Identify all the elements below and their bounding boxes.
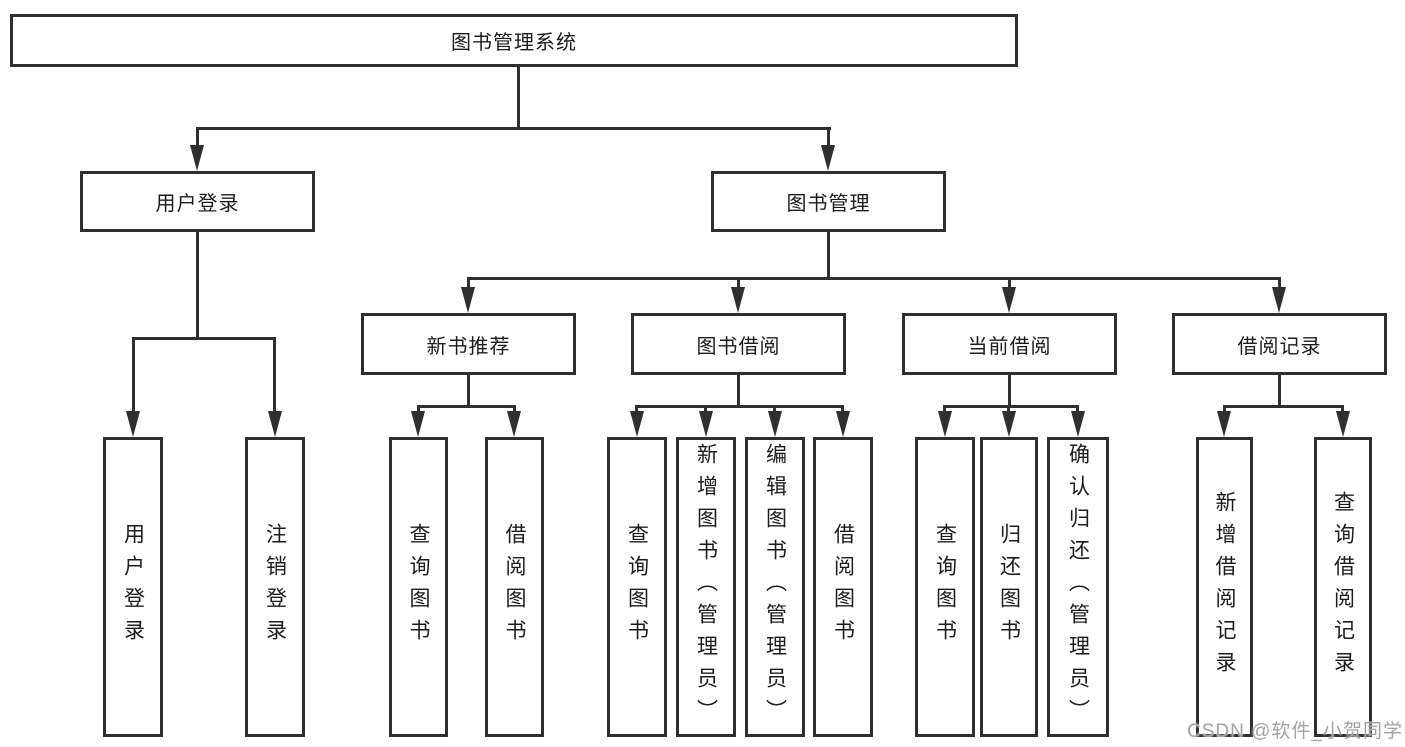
connector-line — [273, 337, 276, 413]
arrow-down-icon — [1002, 411, 1016, 437]
leaf-add-borrow-record: 新增借阅记录 — [1196, 437, 1253, 737]
connector-line — [513, 405, 516, 413]
leaf-borrow-books-2-label: 借阅图书 — [831, 523, 855, 651]
node-new-book-recommend: 新书推荐 — [361, 313, 576, 375]
leaf-query-books-1: 查询图书 — [389, 437, 448, 737]
connector-line — [1008, 277, 1011, 289]
leaf-logout-label: 注销登录 — [263, 523, 287, 651]
connector-line — [132, 337, 135, 413]
node-book-management: 图书管理 — [711, 171, 946, 232]
arrow-down-icon — [507, 411, 521, 437]
connector-line — [737, 277, 740, 289]
arrow-down-icon — [630, 411, 644, 437]
connector-line — [417, 405, 420, 413]
arrow-down-icon — [938, 411, 952, 437]
connector-line — [467, 375, 470, 408]
leaf-borrow-books-2: 借阅图书 — [813, 437, 873, 737]
node-new-book-recommend-label: 新书推荐 — [426, 335, 511, 358]
leaf-add-book-admin-label: 新增图书（管理员） — [694, 443, 718, 731]
connector-line — [943, 405, 1079, 408]
leaf-edit-book-admin-label: 编辑图书（管理员） — [763, 443, 787, 731]
connector-line — [467, 277, 1281, 280]
connector-line — [196, 232, 199, 340]
leaf-query-borrow-record-label: 查询借阅记录 — [1331, 491, 1355, 683]
leaf-borrow-books-1-label: 借阅图书 — [503, 523, 526, 651]
leaf-query-books-2: 查询图书 — [607, 437, 667, 737]
node-library-system-label: 图书管理系统 — [451, 32, 577, 54]
node-borrow-records-label: 借阅记录 — [1237, 335, 1322, 358]
node-current-borrow: 当前借阅 — [902, 313, 1117, 375]
connector-line — [1278, 277, 1281, 289]
connector-line — [1008, 375, 1011, 408]
arrow-down-icon — [461, 287, 475, 313]
connector-line — [827, 232, 830, 280]
node-library-system: 图书管理系统 — [10, 14, 1018, 67]
leaf-confirm-return-admin-label: 确认归还（管理员） — [1066, 443, 1090, 731]
leaf-add-borrow-record-label: 新增借阅记录 — [1213, 491, 1236, 683]
connector-line — [1076, 405, 1079, 413]
node-current-borrow-label: 当前借阅 — [967, 335, 1052, 358]
node-user-login-label: 用户登录 — [155, 193, 240, 215]
connector-line — [1278, 375, 1281, 408]
leaf-query-books-3: 查询图书 — [915, 437, 975, 737]
connector-line — [841, 405, 844, 413]
connector-line — [704, 405, 707, 413]
csdn-watermark: CSDN @软件_小贺同学 — [1187, 721, 1403, 742]
connector-line — [635, 405, 638, 413]
node-book-borrow-label: 图书借阅 — [696, 335, 781, 358]
arrow-down-icon — [731, 287, 745, 313]
arrow-down-icon — [1071, 411, 1085, 437]
arrow-down-icon — [1217, 411, 1231, 437]
connector-line — [773, 405, 776, 413]
leaf-query-books-1-label: 查询图书 — [407, 523, 430, 651]
connector-line — [1007, 405, 1010, 413]
arrow-down-icon — [821, 145, 835, 171]
arrow-down-icon — [699, 411, 713, 437]
arrow-down-icon — [411, 411, 425, 437]
node-borrow-records: 借阅记录 — [1172, 313, 1387, 375]
connector-line — [132, 337, 276, 340]
connector-line — [1223, 405, 1226, 413]
leaf-borrow-books-1: 借阅图书 — [485, 437, 544, 737]
leaf-logout: 注销登录 — [245, 437, 305, 737]
connector-line — [196, 127, 199, 147]
arrow-down-icon — [836, 411, 850, 437]
connector-line — [635, 405, 844, 408]
arrow-down-icon — [268, 411, 282, 437]
leaf-query-books-2-label: 查询图书 — [625, 523, 649, 651]
node-book-borrow: 图书借阅 — [631, 313, 846, 375]
connector-line — [417, 405, 516, 408]
connector-line — [196, 127, 831, 130]
arrow-down-icon — [1336, 411, 1350, 437]
arrow-down-icon — [1002, 287, 1016, 313]
leaf-edit-book-admin: 编辑图书（管理员） — [745, 437, 805, 737]
leaf-confirm-return-admin: 确认归还（管理员） — [1047, 437, 1109, 737]
leaf-user-login: 用户登录 — [103, 437, 163, 737]
connector-line — [827, 127, 830, 147]
leaf-return-book-label: 归还图书 — [997, 523, 1021, 651]
connector-line — [1341, 405, 1344, 413]
node-user-login: 用户登录 — [80, 171, 315, 232]
leaf-return-book: 归还图书 — [980, 437, 1038, 737]
arrow-down-icon — [768, 411, 782, 437]
leaf-query-borrow-record: 查询借阅记录 — [1314, 437, 1372, 737]
leaf-user-login-label: 用户登录 — [121, 523, 145, 651]
arrow-down-icon — [1272, 287, 1286, 313]
connector-line — [1223, 405, 1344, 408]
arrow-down-icon — [126, 411, 140, 437]
connector-line — [467, 277, 470, 289]
node-book-management-label: 图书管理 — [786, 193, 871, 215]
leaf-add-book-admin: 新增图书（管理员） — [676, 437, 736, 737]
connector-line — [737, 375, 740, 408]
connector-line — [943, 405, 946, 413]
leaf-query-books-3-label: 查询图书 — [933, 523, 957, 651]
arrow-down-icon — [190, 145, 204, 171]
connector-line — [517, 67, 520, 130]
